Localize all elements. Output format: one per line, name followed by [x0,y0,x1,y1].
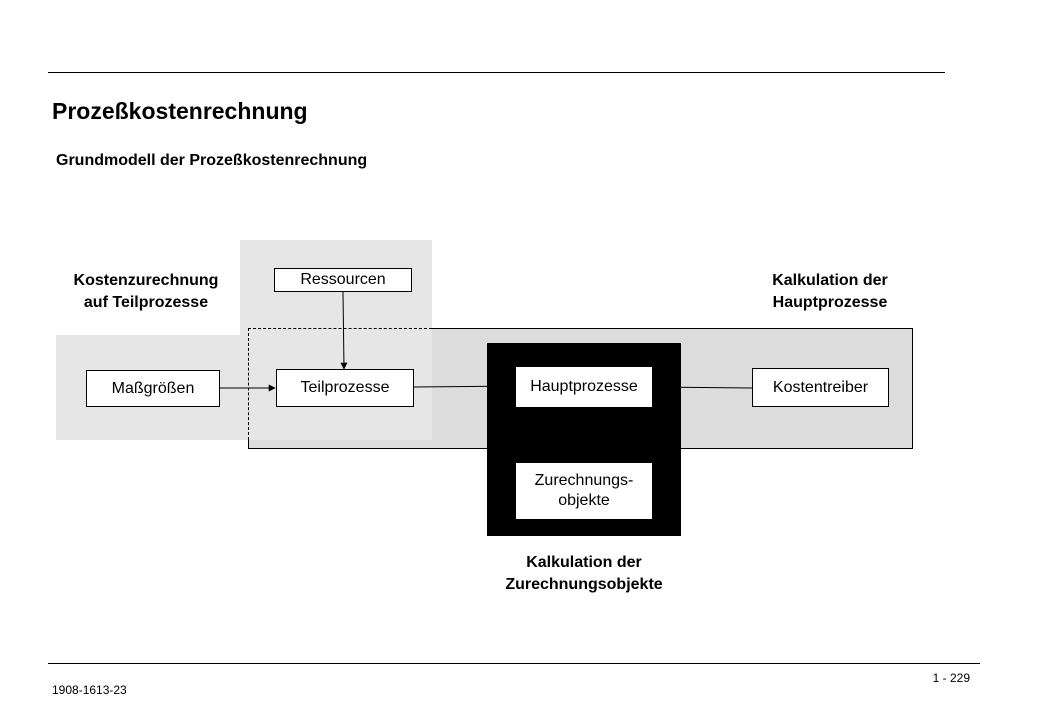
ressourcen-to-teilprozesse-arrow [340,291,348,370]
caption-cost-object-line1: Kalkulation der [526,554,642,571]
hauptprozesse-to-kostentreiber-line [651,386,753,389]
page-number: 1 - 229 [932,671,970,685]
caption-cost-object-line2: Zurechnungsobjekte [505,576,663,593]
zurechnungsobjekte-box: Zurechnungs- objekte [516,463,652,519]
caption-main-process-calculation: Kalkulation der Hauptprozesse [730,270,930,314]
page-title: Prozeßkostenrechnung [52,98,308,124]
caption-cost-allocation: Kostenzurechnung auf Teilprozesse [46,270,246,314]
massgroessen-box: Maßgrößen [86,370,220,407]
caption-cost-object-calculation: Kalkulation der Zurechnungsobjekte [474,552,694,596]
caption-main-process-line2: Hauptprozesse [772,294,888,311]
teilprozesse-box: Teilprozesse [276,369,414,407]
ressourcen-box: Ressourcen [274,268,412,292]
teilprozesse-to-hauptprozesse-line [413,385,517,388]
caption-main-process-line1: Kalkulation der [772,272,888,289]
doc-id: 1908-1613-23 [52,683,127,697]
zurechnungsobjekte-line1: Zurechnungs- [534,472,634,489]
page-subtitle: Grundmodell der Prozeßkostenrechnung [56,152,368,169]
caption-cost-allocation-line1: Kostenzurechnung [73,272,219,289]
hauptprozesse-box: Hauptprozesse [516,367,652,407]
caption-cost-allocation-line2: auf Teilprozesse [83,294,209,311]
footer-rule [48,663,980,664]
dashed-region [248,328,432,440]
zurechnungsobjekte-line2: objekte [558,492,610,509]
top-rule [48,72,945,73]
kostentreiber-box: Kostentreiber [752,368,889,407]
